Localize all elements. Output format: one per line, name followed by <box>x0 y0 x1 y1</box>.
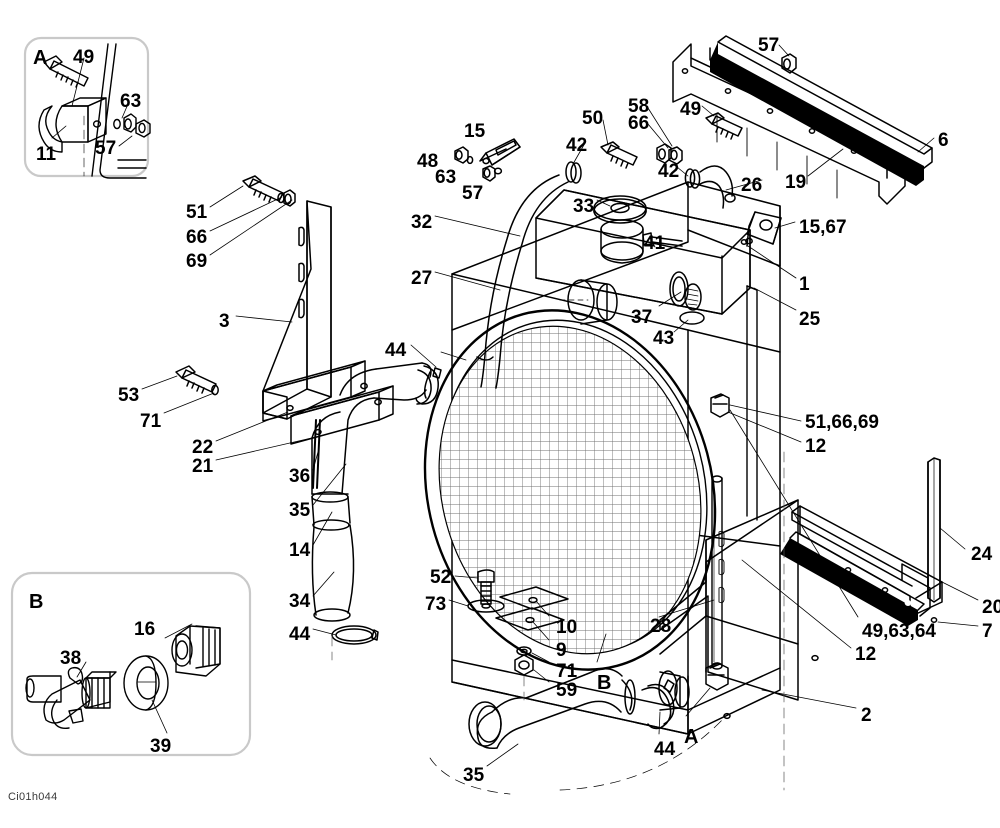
lower-hose-assembly <box>429 668 727 795</box>
callout-49-63-64: 49,63,64 <box>862 621 936 642</box>
callout-24: 24 <box>971 544 993 565</box>
callout-20: 20 <box>982 597 1000 618</box>
section-mark-b: B <box>597 672 612 694</box>
callout-16: 16 <box>134 619 156 640</box>
inset-b-contents <box>25 623 221 734</box>
callout-42: 42 <box>658 161 680 182</box>
callout-44: 44 <box>289 624 311 645</box>
callout-71: 71 <box>140 411 162 432</box>
radiator-assembly <box>423 174 782 735</box>
inset-a-contents <box>38 43 151 179</box>
callout-63: 63 <box>435 167 457 188</box>
callout-27: 27 <box>411 268 433 289</box>
callout-73: 73 <box>425 594 447 615</box>
callout-11: 11 <box>36 144 57 165</box>
callout-6: 6 <box>938 130 949 151</box>
callout-37: 37 <box>631 307 653 328</box>
callout-22: 22 <box>192 437 214 458</box>
callout-43: 43 <box>653 328 675 349</box>
callout-19: 19 <box>785 172 807 193</box>
callout-44: 44 <box>654 739 676 760</box>
callout-53: 53 <box>118 385 140 406</box>
callout-49: 49 <box>73 47 95 68</box>
callout-34: 34 <box>289 591 311 612</box>
callout-3: 3 <box>219 311 230 332</box>
callout-12: 12 <box>805 436 827 457</box>
callout-58: 58 <box>628 96 650 117</box>
callout-52: 52 <box>430 567 452 588</box>
callout-63: 63 <box>120 91 142 112</box>
callout-41: 41 <box>644 233 666 254</box>
callout-9: 9 <box>556 640 567 661</box>
callout-51-66-69: 51,66,69 <box>805 412 879 433</box>
upper-crossbar-assembly <box>572 35 935 205</box>
callout-15-67: 15,67 <box>799 217 847 238</box>
callout-49: 49 <box>680 99 702 120</box>
centerlines <box>331 451 785 791</box>
callout-39: 39 <box>150 736 172 757</box>
callout-66: 66 <box>628 113 650 134</box>
drawing-code: Ci01h044 <box>8 791 58 803</box>
callout-38: 38 <box>60 648 82 669</box>
upper-left-hose-assembly <box>311 344 442 645</box>
radiator-leaders <box>434 199 797 361</box>
lower-right-panel-assembly <box>659 404 979 720</box>
callout-36: 36 <box>289 466 311 487</box>
callout-57: 57 <box>95 138 117 159</box>
callout-71: 71 <box>556 661 578 682</box>
callout-42: 42 <box>566 135 588 156</box>
callout-28: 28 <box>650 616 672 637</box>
callout-26: 26 <box>741 175 763 196</box>
callout-69: 69 <box>186 251 208 272</box>
callout-14: 14 <box>289 540 311 561</box>
callout-35: 35 <box>289 500 311 521</box>
section-mark-a: A <box>684 726 699 748</box>
callout-48: 48 <box>417 151 439 172</box>
callout-33: 33 <box>573 196 595 217</box>
callout-7: 7 <box>982 621 993 642</box>
callout-10: 10 <box>556 617 578 638</box>
callout-1: 1 <box>799 274 810 295</box>
inset-letter-b: B <box>29 591 44 613</box>
callout-44: 44 <box>385 340 407 361</box>
callout-2: 2 <box>861 705 872 726</box>
callout-66: 66 <box>186 227 208 248</box>
inset-letter-a: A <box>33 47 48 69</box>
callout-15: 15 <box>464 121 486 142</box>
callout-35: 35 <box>463 765 485 786</box>
callout-21: 21 <box>192 456 214 477</box>
bottom-mount-fasteners <box>448 569 715 717</box>
callout-59: 59 <box>556 680 578 701</box>
callout-25: 25 <box>799 309 821 330</box>
callout-57: 57 <box>758 35 780 56</box>
left-support-bracket <box>141 175 394 461</box>
callout-50: 50 <box>582 108 604 129</box>
callout-12: 12 <box>855 644 877 665</box>
top-tank-fasteners <box>454 138 736 209</box>
callout-32: 32 <box>411 212 433 233</box>
callout-57: 57 <box>462 183 484 204</box>
callout-51: 51 <box>186 202 208 223</box>
